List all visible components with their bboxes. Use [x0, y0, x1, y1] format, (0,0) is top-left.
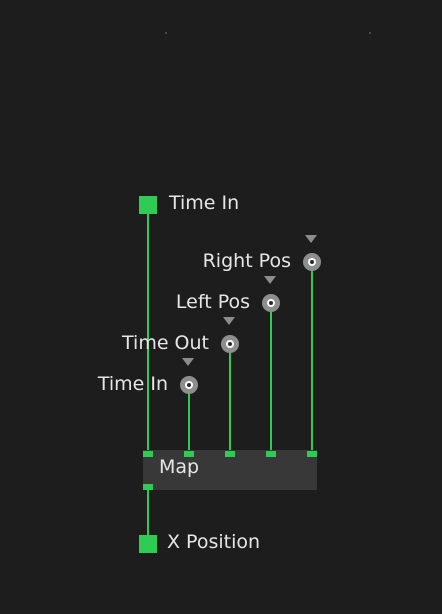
wire-time-in-to-map [147, 212, 149, 454]
input-label-time-in: Time In [169, 192, 240, 214]
param-label-time-in: Time In [97, 373, 168, 395]
wire-map-to-x-position [147, 489, 149, 535]
grid-dot [369, 32, 371, 34]
time-in-triangle-down-icon[interactable] [182, 358, 194, 366]
left-pos-knob-icon[interactable] [262, 294, 280, 312]
map-input-pin-right-pos[interactable] [307, 451, 317, 457]
output-port-x-position[interactable] [139, 535, 157, 553]
map-input-pin-time-in[interactable] [184, 451, 194, 457]
map-node-title: Map [159, 456, 200, 478]
left-pos-triangle-down-icon[interactable] [264, 276, 276, 284]
wire-param-left-pos [270, 311, 272, 454]
grid-dot [165, 32, 167, 34]
input-port-time-in[interactable] [139, 196, 157, 214]
time-out-knob-icon[interactable] [221, 335, 239, 353]
right-pos-triangle-down-icon[interactable] [305, 235, 317, 243]
time-out-triangle-down-icon[interactable] [223, 317, 235, 325]
right-pos-knob-icon[interactable] [303, 253, 321, 271]
map-input-pin-time-out[interactable] [225, 451, 235, 457]
wire-param-right-pos [311, 270, 313, 454]
map-node[interactable]: Map [143, 450, 317, 490]
param-label-left-pos: Left Pos [175, 291, 250, 313]
wire-param-time-out [229, 352, 231, 454]
wire-param-time-in [188, 393, 190, 454]
param-label-time-out: Time Out [122, 332, 209, 354]
map-output-pin[interactable] [143, 484, 153, 490]
map-input-pin-main[interactable] [143, 451, 153, 457]
output-label-x-position: X Position [167, 531, 261, 553]
map-input-pin-left-pos[interactable] [266, 451, 276, 457]
param-label-right-pos: Right Pos [202, 250, 291, 272]
time-in-knob-icon[interactable] [180, 376, 198, 394]
